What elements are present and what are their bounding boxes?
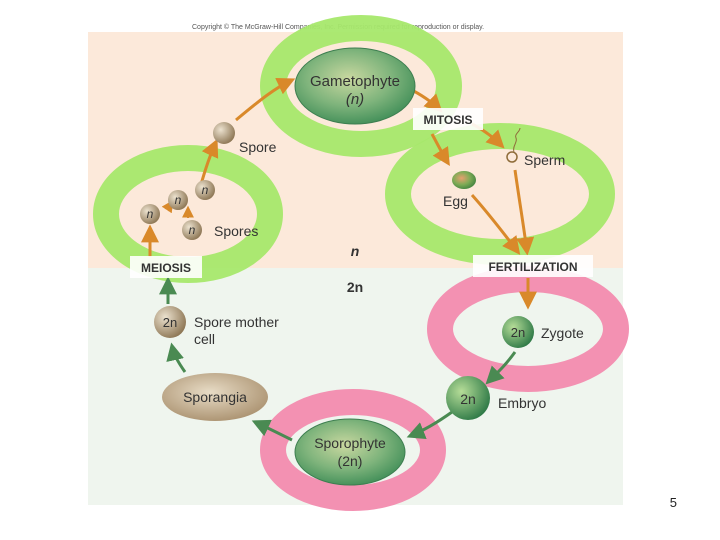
- egg-label: Egg: [443, 193, 468, 209]
- gametophyte-label: Gametophyte: [310, 73, 400, 90]
- meiosis-label: MEIOSIS: [141, 261, 191, 275]
- page-number: 5: [669, 495, 677, 510]
- spore-mother-cell-label-2: cell: [194, 331, 215, 347]
- spore-dot-2-label: n: [175, 193, 182, 207]
- gametophyte-ring: [260, 15, 462, 157]
- arrow-spore-to-gametophyte: [235, 77, 296, 122]
- gametophyte-ploidy: (n): [346, 91, 364, 108]
- spore-label: Spore: [239, 139, 277, 155]
- mitosis-label: MITOSIS: [423, 113, 472, 127]
- sporophyte-ploidy: (2n): [338, 453, 363, 469]
- spore-dot-4-label: n: [189, 223, 196, 237]
- embryo-ploidy: 2n: [460, 391, 476, 407]
- spore-dot-4: [182, 220, 202, 240]
- spore-cell: [213, 122, 235, 144]
- arrow-sperm-to-fertilization: [513, 169, 535, 256]
- mitosis-box: [413, 108, 483, 130]
- zygote-label: Zygote: [541, 325, 584, 341]
- egg-cell: [452, 171, 476, 189]
- zygote-cell: [502, 316, 534, 348]
- sporophyte-oval: [294, 418, 406, 486]
- fertilization-box: [473, 255, 593, 277]
- sporangia-oval: [162, 373, 268, 421]
- spore-dot-1: [140, 204, 160, 224]
- arrow-sporophyte-to-sporangia: [251, 419, 293, 442]
- fertilization-label: FERTILIZATION: [488, 260, 577, 274]
- diploid-marker: 2n: [347, 279, 363, 295]
- sperm-cell: [506, 151, 518, 163]
- arrow-mitosis-to-egg: [430, 133, 450, 167]
- spore-mother-cell-ploidy: 2n: [163, 315, 177, 330]
- haploid-marker: n: [351, 243, 360, 259]
- meiosis-box: [130, 256, 202, 278]
- spore-mother-cell-label-1: Spore mother: [194, 314, 279, 330]
- embryo-cell: [446, 376, 490, 420]
- spore-mother-cell: [154, 306, 186, 338]
- arrow-zygote-to-embryo: [485, 351, 517, 385]
- arrow-egg-to-fertilization: [470, 193, 521, 255]
- arrow-embryo-to-sporophyte: [406, 410, 453, 440]
- gametophyte-oval: [294, 47, 416, 125]
- embryo-label: Embryo: [498, 395, 546, 411]
- spore-dot-3: [195, 180, 215, 200]
- spore-dot-3-label: n: [202, 183, 209, 197]
- spore-dot-1-label: n: [147, 207, 154, 221]
- spore-dot-2: [168, 190, 188, 210]
- sporophyte-label: Sporophyte: [314, 435, 386, 451]
- sporangia-label: Sporangia: [183, 389, 247, 405]
- spores-label: Spores: [214, 223, 258, 239]
- sporophyte-ring: [260, 389, 446, 511]
- zygote-ploidy: 2n: [511, 325, 525, 340]
- sperm-flagellum: [513, 127, 521, 153]
- sperm-label: Sperm: [524, 152, 565, 168]
- arrow-sporangia-to-mother-cell: [166, 342, 187, 373]
